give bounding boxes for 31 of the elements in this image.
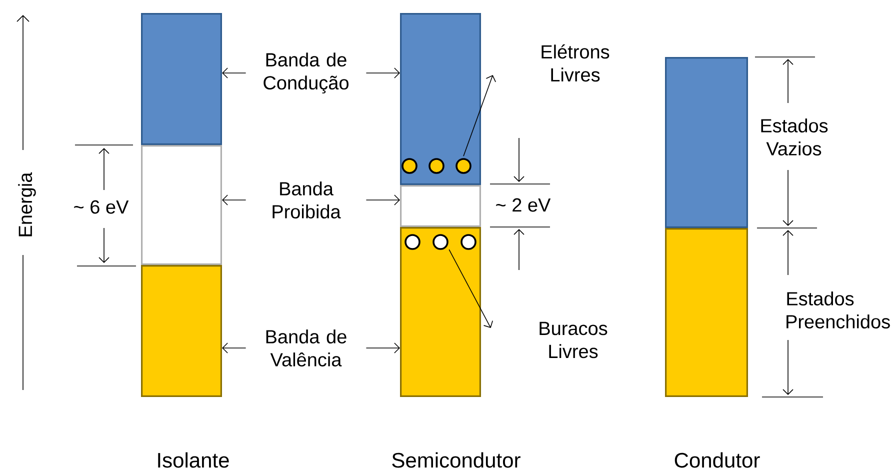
arrow	[366, 342, 400, 354]
arrow	[366, 68, 400, 78]
conduction-band-bar	[400, 13, 481, 185]
leader-arrow	[463, 75, 496, 156]
dimension-label: ~ 2 eV	[496, 198, 551, 212]
band-label: Elétrons Livres	[542, 44, 610, 82]
band-label: Banda de Valência	[266, 330, 346, 366]
valence-band-bar	[141, 265, 222, 397]
valence-band-bar	[665, 228, 748, 397]
band-label: Banda de Condução	[264, 52, 348, 94]
dimension-label: ~ 6 eV	[74, 200, 129, 214]
band-gap-bar	[400, 185, 481, 227]
electron-circle	[428, 158, 444, 174]
band-label: Buracos Livres	[540, 322, 608, 358]
material-label: Semicondutor	[392, 452, 520, 468]
conduction-band-bar	[665, 57, 748, 228]
valence-band-bar	[400, 227, 481, 397]
material-label: Isolante	[158, 452, 229, 468]
conduction-band-bar	[141, 13, 222, 145]
axis-label: Energia	[18, 172, 36, 236]
band-label: Banda Proibida	[272, 182, 341, 218]
material-label: Condutor	[674, 452, 760, 468]
leader-arrow	[448, 249, 493, 328]
arrow	[366, 194, 400, 206]
band-gap-bar	[141, 145, 222, 265]
arrow	[222, 342, 246, 354]
dimension-label: Estados Preenchidos	[786, 292, 890, 328]
arrow	[222, 68, 246, 78]
electron-circle	[456, 158, 472, 174]
arrow	[222, 194, 246, 206]
electron-circle	[402, 158, 418, 174]
